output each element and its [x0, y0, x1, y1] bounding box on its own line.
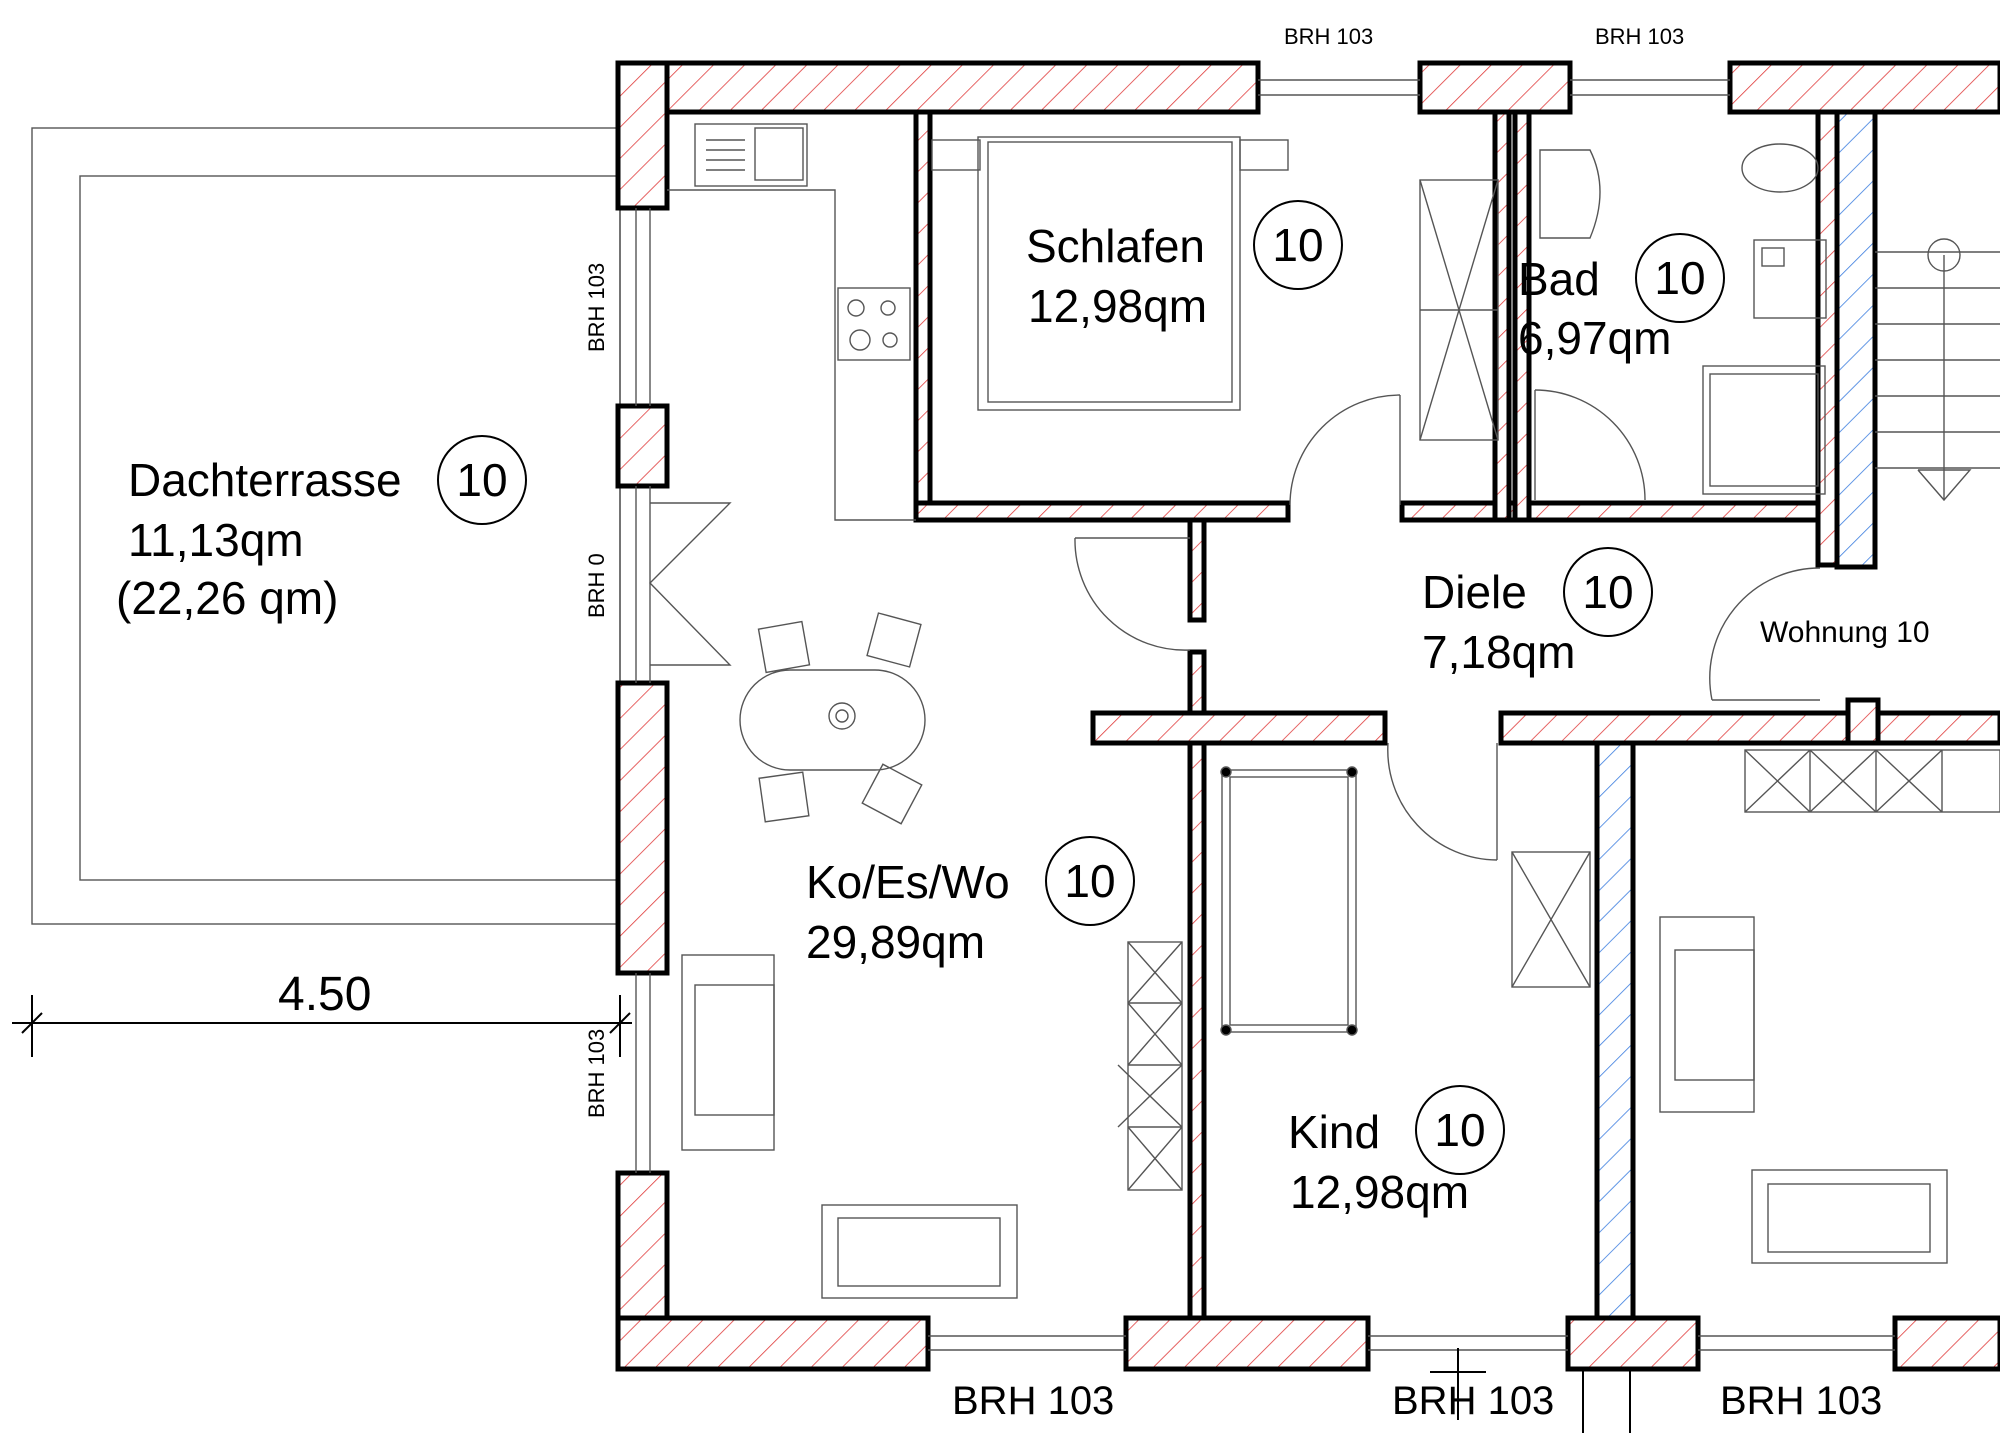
unit-number-circle: [1635, 233, 1725, 323]
room-label-kind: Kind 12,98qm 10: [1288, 1085, 1505, 1218]
unit-number: 10: [456, 454, 507, 506]
brh-label-bottom-mid: BRH 103: [1392, 1379, 1554, 1423]
room-name: Schlafen: [1026, 220, 1205, 272]
brh-label-left-lower: BRH 103: [584, 1029, 609, 1118]
brh-label-top-left: BRH 103: [1284, 24, 1373, 49]
room-area: 6,97qm: [1518, 312, 1671, 364]
room-area: 29,89qm: [806, 916, 985, 968]
unit-number-circle: [1253, 200, 1343, 290]
unit-number-circle: [1045, 836, 1135, 926]
room-area: 7,18qm: [1422, 626, 1575, 678]
brh-label-bottom-left: BRH 103: [952, 1379, 1114, 1423]
terrace-door: [649, 502, 732, 666]
dimension-line: [12, 995, 1631, 1433]
room-label-bad: Bad 6,97qm 10: [1518, 233, 1725, 364]
room-label-schlafen: Schlafen 12,98qm 10: [1026, 200, 1343, 332]
hall-doors: [1074, 537, 1821, 861]
room-name: Dachterrasse: [128, 454, 402, 506]
brh-label-left-upper: BRH 103: [584, 263, 609, 352]
room-name: Kind: [1288, 1106, 1380, 1158]
unit-number-circle: [1563, 547, 1653, 637]
room-name: Bad: [1518, 253, 1600, 305]
bathroom-fixtures: [1534, 143, 1827, 501]
room-label-dachterrasse: Dachterrasse 11,13qm (22,26 qm) 10: [116, 435, 527, 624]
room-area: 11,13qm: [128, 514, 304, 566]
dimension-label: 4.50: [278, 968, 371, 1021]
neighbor-room-furniture: [1659, 749, 2000, 1264]
staircase: [1875, 238, 2000, 502]
windows: [635, 79, 1895, 1351]
roof-terrace: [31, 127, 621, 925]
room-label-diele: Diele 7,18qm 10: [1422, 547, 1653, 678]
dining-table: [739, 612, 926, 825]
room-area: 12,98qm: [1028, 280, 1207, 332]
living-furniture: [681, 941, 1183, 1299]
unit-number-circle: [437, 435, 527, 525]
unit-number-circle: [1415, 1085, 1505, 1175]
unit-number: 10: [1654, 252, 1705, 304]
brh-label-bottom-right: BRH 103: [1720, 1379, 1882, 1423]
unit-number: 10: [1272, 219, 1323, 271]
room-label-ko-es-wo: Ko/Es/Wo 29,89qm 10: [806, 836, 1135, 968]
room-area-extra: (22,26 qm): [116, 572, 338, 624]
unit-number: 10: [1582, 566, 1633, 618]
kitchen-counter: [667, 123, 916, 521]
room-name: Diele: [1422, 566, 1527, 618]
bedroom-furniture: [931, 136, 1499, 506]
unit-number: 10: [1064, 855, 1115, 907]
brh-label-top-right: BRH 103: [1595, 24, 1684, 49]
brh-label-left-door: BRH 0: [584, 553, 609, 618]
unit-number: 10: [1434, 1104, 1485, 1156]
room-area: 12,98qm: [1290, 1166, 1469, 1218]
room-name: Ko/Es/Wo: [806, 856, 1010, 908]
child-room-furniture: [1220, 766, 1591, 1036]
apartment-label: Wohnung 10: [1760, 616, 1930, 649]
